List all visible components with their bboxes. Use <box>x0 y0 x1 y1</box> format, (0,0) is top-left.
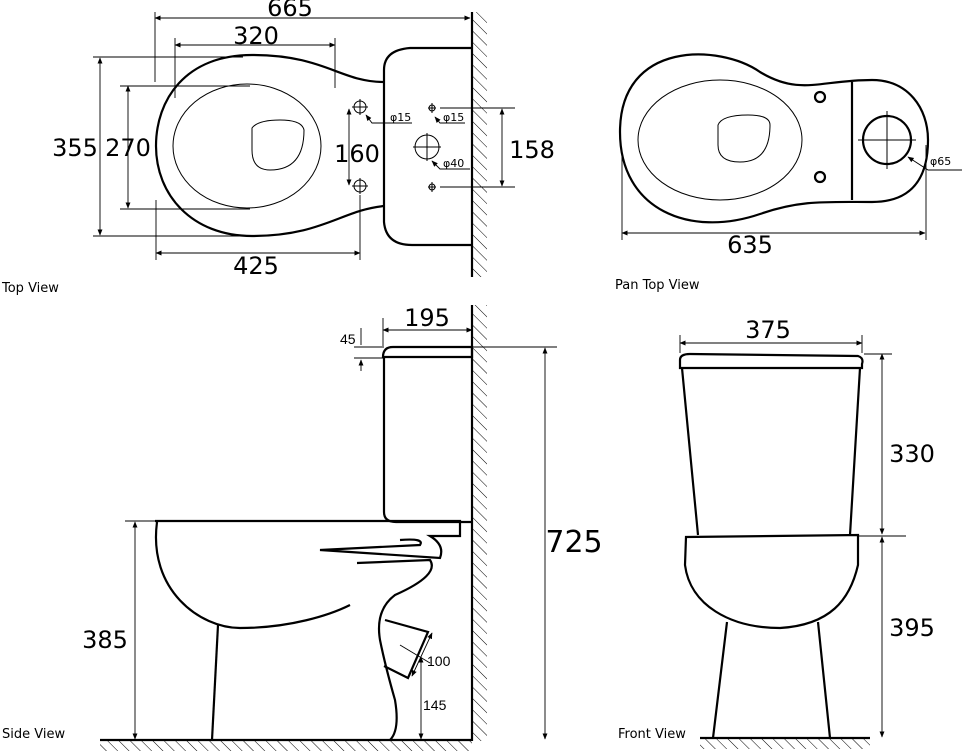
pedestal <box>711 621 832 739</box>
dim-overall-width: 355 <box>52 134 98 162</box>
tank-outline <box>382 46 472 247</box>
view-label-top: Top View <box>1 281 59 296</box>
dim-pan-length: 635 <box>727 231 773 259</box>
dim-pan-height: 395 <box>889 614 935 642</box>
bowl-curve <box>154 521 351 630</box>
pan-outline <box>618 53 930 224</box>
tank-lid <box>381 345 474 359</box>
label-hole-diameter-1: φ15 <box>390 111 411 124</box>
dim-overall-length: 665 <box>267 0 313 22</box>
pedestal-front <box>210 624 220 741</box>
dim-bowl-opening-length: 320 <box>233 22 279 50</box>
tank-body <box>382 357 472 524</box>
view-label-pan-top: Pan Top View <box>615 278 700 293</box>
dim-tank-height: 330 <box>889 440 935 468</box>
pan-rim <box>155 519 462 560</box>
side-view: 195 45 725 385 100 145 Side View <box>2 304 603 751</box>
top-view: 665 320 425 355 270 160 158 φ15 φ15 φ40 … <box>1 0 555 296</box>
wall-hatch <box>473 305 487 741</box>
dim-outlet-height: 145 <box>423 697 447 713</box>
pan-inner-rim <box>637 79 803 201</box>
pan-opening <box>717 114 771 163</box>
label-hole-diameter-2: φ15 <box>443 111 464 124</box>
floor-hatch <box>100 741 472 751</box>
wall-hatch <box>473 12 487 277</box>
dim-inner-width: 270 <box>105 134 151 162</box>
dim-lid-height: 45 <box>340 331 356 347</box>
dim-seat-height: 385 <box>82 626 128 654</box>
tank-lid <box>678 352 864 370</box>
front-view: 375 330 395 Front View <box>618 316 935 749</box>
bowl-opening <box>251 119 305 171</box>
pan-top-view: φ65 635 Pan Top View <box>615 53 962 293</box>
dim-pan-length: 425 <box>233 252 279 280</box>
dim-outlet-diameter: 100 <box>427 653 451 669</box>
pan-bowl <box>683 533 860 630</box>
fixing-holes <box>352 99 441 194</box>
view-label-side: Side View <box>2 727 65 742</box>
dim-tank-depth: 195 <box>404 304 450 332</box>
bowl-outline <box>154 53 385 238</box>
dim-total-height: 725 <box>545 525 602 560</box>
label-hole-diameter-3: φ40 <box>443 157 464 170</box>
dim-hole-spacing: 160 <box>334 140 380 168</box>
trapway <box>356 558 433 741</box>
tank-body <box>680 367 862 536</box>
view-label-front: Front View <box>618 727 686 742</box>
bowl-inner-rim <box>172 83 322 209</box>
dim-tank-width: 375 <box>745 316 791 344</box>
floor-hatch <box>700 739 870 749</box>
fixing-hole <box>813 90 827 104</box>
label-outlet-diameter: φ65 <box>930 155 951 168</box>
fixing-hole <box>813 170 827 184</box>
dim-tank-hole-spacing: 158 <box>509 136 555 164</box>
